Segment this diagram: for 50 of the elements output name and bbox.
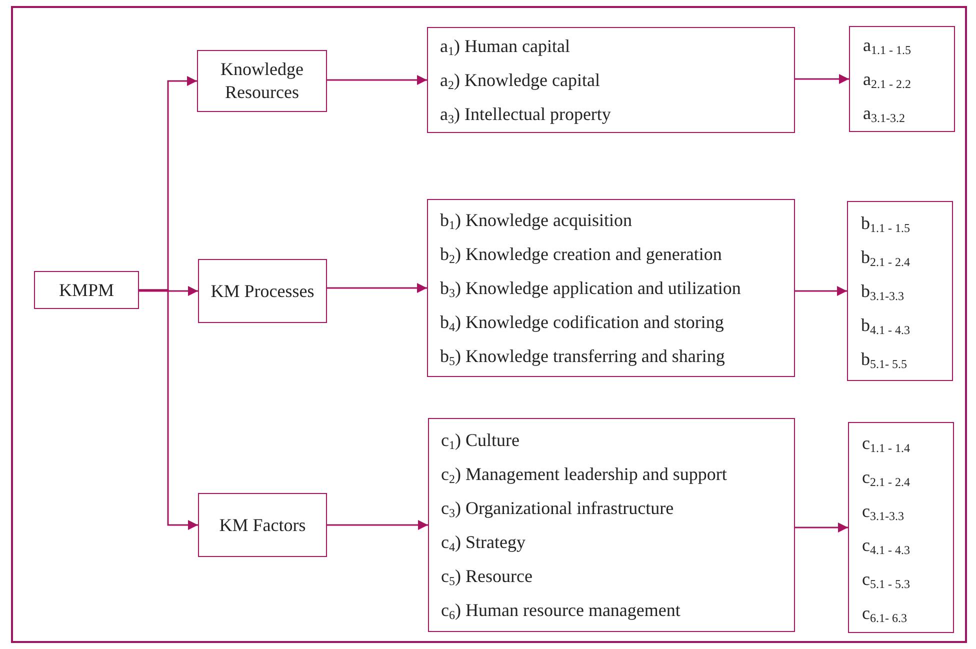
box-label: KM Processes [210,280,314,302]
list-item: a$_{3}$) Intellectual property [440,103,611,128]
arrow [139,286,198,296]
list-item: b$_{3}$) Knowledge application and utilization [440,277,741,302]
arrow [327,283,427,293]
list-item: b$_{1}$) Knowledge acquisition [440,209,632,234]
list-item: c$_{4}$) Strategy [441,531,526,556]
list-item: c$_{6}$) Human resource management [441,599,680,624]
list-item: a$_{2}$) Knowledge capital [440,69,600,94]
list-box [427,27,795,133]
process-box [198,493,327,557]
process-box [198,259,327,323]
arrow [795,74,849,84]
code-label: c$_{1.1 - 1.4}$ [862,432,910,456]
code-label: c$_{4.1 - 4.3}$ [862,534,910,558]
box-label: KMPM [58,278,114,302]
list-item: c$_{3}$) Organizational infrastructure [441,497,674,522]
arrow [327,75,427,85]
code-box [849,26,955,132]
code-label: b$_{4.1 - 4.3}$ [861,314,910,339]
code-label: c$_{2.1 - 2.4}$ [862,466,910,490]
list-item: b$_{4}$) Knowledge codification and storing [440,311,724,336]
box-label: KM Factors [219,514,306,536]
code-label: a$_{1.1 - 1.5}$ [863,34,911,59]
list-item: c$_{1}$) Culture [441,429,520,454]
code-label: b$_{1.1 - 1.5}$ [861,212,910,237]
code-box [847,201,953,381]
arrow [139,289,198,530]
code-label: b$_{5.1- 5.5}$ [861,348,907,373]
code-label: a$_{2.1 - 2.2}$ [863,68,911,93]
list-item: c$_{2}$) Management leadership and support [441,463,727,488]
code-label: b$_{2.1 - 2.4}$ [861,246,910,271]
list-box [427,199,795,377]
code-label: c$_{3.1-3.3}$ [862,500,904,524]
code-label: c$_{6.1- 6.3}$ [862,602,907,626]
arrow [795,522,848,532]
arrow [327,520,428,530]
code-label: c$_{5.1 - 5.3}$ [862,568,910,592]
list-item: b$_{5}$) Knowledge transferring and sharing [440,345,725,370]
list-item: c$_{5}$) Resource [441,565,532,590]
arrow [795,286,847,296]
code-box [848,422,954,633]
code-label: a$_{3.1-3.2}$ [863,102,905,127]
process-box [34,271,139,309]
code-label: b$_{3.1-3.3}$ [861,280,904,305]
process-box [197,50,327,112]
list-box [428,418,795,632]
list-item: a$_{1}$) Human capital [440,35,570,60]
box-label: Knowledge Resources [220,58,304,104]
list-item: b$_{2}$) Knowledge creation and generation [440,243,722,268]
